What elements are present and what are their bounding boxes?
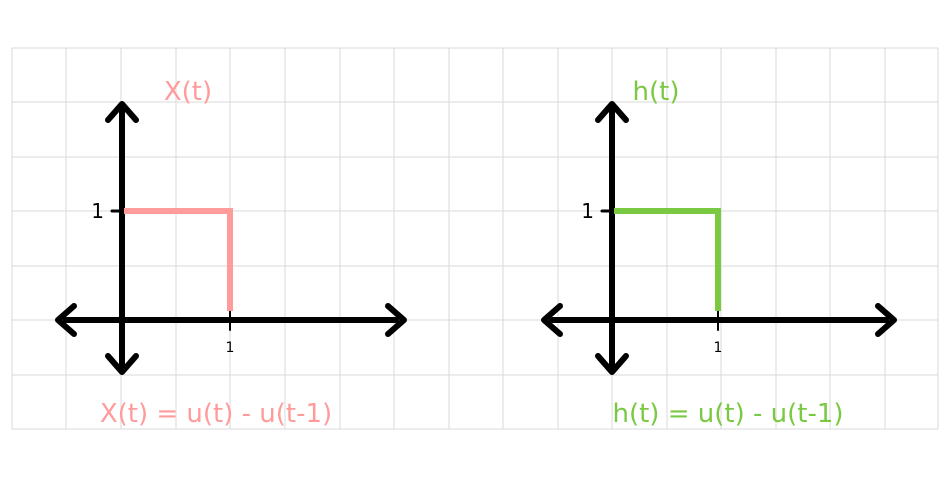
- left-plot: 1 1 X(t) X(t) = u(t) - u(t-1): [55, 77, 407, 429]
- right-equation: h(t) = u(t) - u(t-1): [612, 399, 843, 429]
- left-y-axis-arrow-up-icon: [105, 101, 139, 123]
- left-x-axis-arrow-left-icon: [55, 303, 77, 337]
- grid: [11, 47, 939, 430]
- right-x-tick-label: 1: [714, 340, 723, 356]
- right-y-tick-label: 1: [581, 199, 594, 223]
- right-y-axis-arrow-down-icon: [595, 353, 629, 375]
- right-y-axis-arrow-up-icon: [595, 101, 629, 123]
- left-y-tick-label: 1: [91, 199, 104, 223]
- right-rect-pulse: [614, 208, 721, 311]
- left-x-axis-arrow-right-icon: [385, 303, 407, 337]
- left-y-axis: [105, 101, 139, 375]
- left-title: X(t): [164, 77, 212, 107]
- right-x-axis-arrow-right-icon: [875, 303, 897, 337]
- right-plot: 1 1 h(t) h(t) = u(t) - u(t-1): [541, 77, 897, 429]
- left-y-axis-arrow-down-icon: [105, 353, 139, 375]
- left-rect-pulse: [124, 208, 233, 311]
- right-title: h(t): [633, 77, 680, 107]
- right-x-axis-arrow-left-icon: [541, 303, 563, 337]
- right-y-axis: [595, 101, 629, 375]
- left-x-tick-label: 1: [226, 340, 235, 356]
- left-equation: X(t) = u(t) - u(t-1): [100, 399, 332, 429]
